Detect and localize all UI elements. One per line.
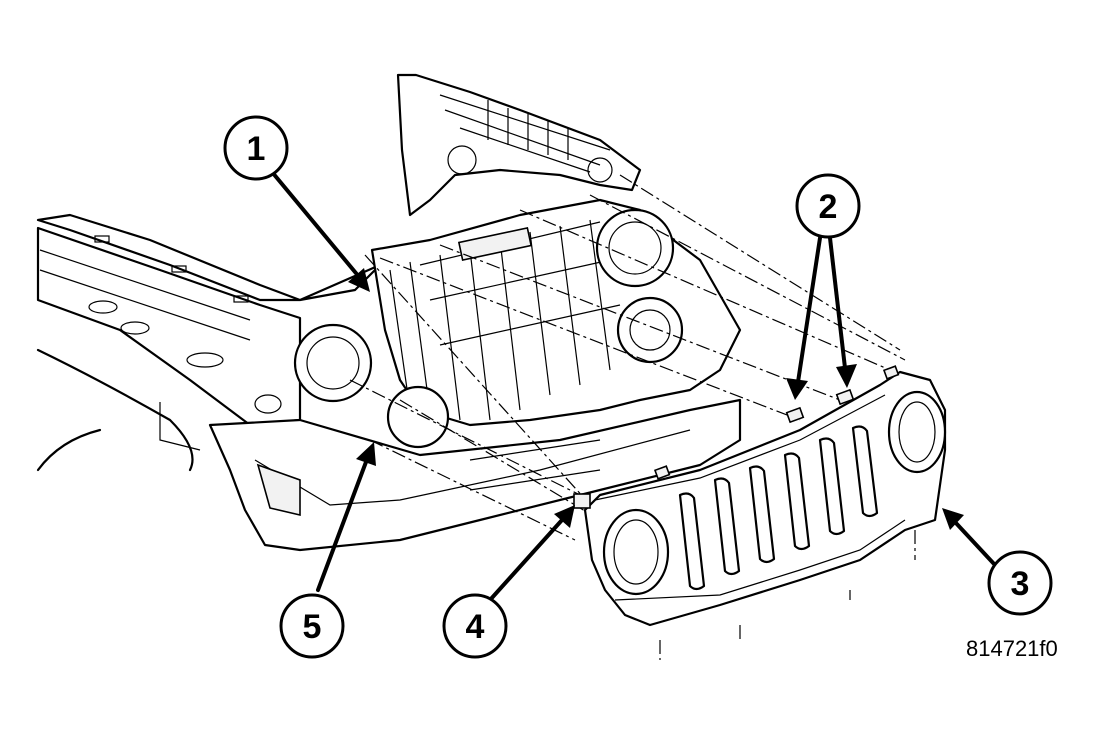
callout-3-label: 3	[1011, 565, 1030, 603]
grille	[573, 365, 947, 627]
figure-id: 814721f0	[966, 636, 1058, 661]
callout-2: 2	[795, 173, 861, 239]
leader-arrows	[270, 170, 997, 602]
callout-5-label: 5	[303, 608, 322, 646]
callout-5: 5	[279, 593, 345, 659]
alignment-lines	[349, 174, 916, 660]
callout-1-label: 1	[247, 130, 266, 168]
callout-4: 4	[442, 593, 508, 659]
callout-1: 1	[223, 115, 289, 181]
vehicle-front-structure	[36, 73, 742, 552]
callout-2-label: 2	[819, 188, 838, 226]
callout-4-label: 4	[466, 608, 485, 646]
callout-3: 3	[987, 550, 1053, 616]
